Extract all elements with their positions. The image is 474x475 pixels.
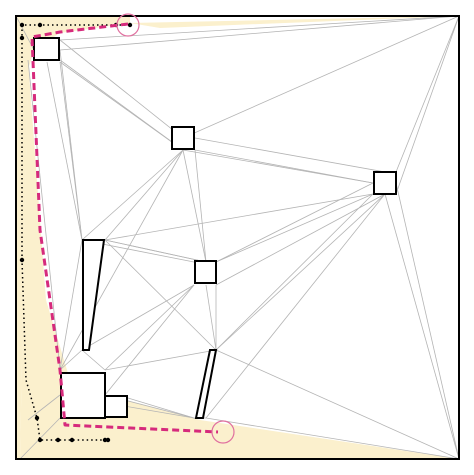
triangulation-edge	[182, 149, 374, 184]
triangulation-edge	[81, 349, 106, 371]
triangulation-edge	[215, 182, 374, 263]
triangulation-edge	[59, 39, 184, 139]
triangulation-edge	[215, 193, 374, 263]
triangulation-edge	[59, 239, 83, 371]
triangulation-edge	[104, 349, 217, 371]
endpoint-marker-icon	[211, 420, 235, 444]
path-node	[55, 437, 61, 443]
triangulation-edge	[395, 182, 460, 460]
triangulation-edge	[182, 149, 207, 263]
triangulation-edge	[205, 417, 460, 460]
endpoint-marker-icon	[116, 13, 140, 37]
triangulation-edge	[104, 149, 184, 241]
path-node	[19, 22, 25, 28]
triangulation-edge	[59, 61, 184, 151]
triangulation-edge	[27, 394, 61, 421]
corridor-region	[16, 16, 130, 459]
square-obstacle	[33, 37, 60, 61]
path-node	[37, 437, 43, 443]
path-node	[19, 257, 25, 263]
triangulation-edge	[81, 284, 195, 351]
triangulation-edge	[194, 149, 207, 263]
triangulation-edge	[215, 193, 386, 351]
square-obstacle	[104, 395, 128, 418]
corridor-regions	[16, 16, 459, 459]
endpoint-markers	[116, 13, 235, 444]
path-node	[19, 35, 25, 41]
triangulation-edge	[46, 61, 83, 241]
triangulation-edge	[104, 284, 195, 396]
triangulation-edges	[15, 15, 460, 460]
triangulation-edge	[384, 193, 460, 460]
square-obstacle	[171, 126, 195, 150]
triangulation-edge	[104, 193, 374, 241]
triangulation-edge	[104, 239, 207, 263]
dashed-route	[30, 22, 219, 434]
path-node	[69, 437, 75, 443]
square-obstacle	[373, 171, 397, 195]
square-obstacle	[60, 372, 106, 419]
path-node	[127, 22, 133, 28]
triangulation-edge	[59, 349, 83, 371]
triangulation-edge	[205, 193, 386, 419]
triangulation-edge	[59, 15, 460, 51]
triangulation-edge	[182, 15, 460, 139]
triangulation-edge	[59, 49, 83, 241]
thin-quad-obstacle	[194, 349, 218, 419]
triangulation-edge	[395, 15, 460, 195]
triangulation-edge	[59, 149, 184, 371]
triangulation-edge	[104, 284, 195, 371]
boundary-rectangle	[15, 15, 460, 460]
triangulation-edge	[205, 284, 217, 351]
triangulation-edge	[104, 239, 217, 351]
triangulation-edge	[395, 15, 460, 173]
path-node	[37, 22, 43, 28]
thin-quad-obstacle	[82, 239, 106, 351]
triangulation-edge	[215, 193, 374, 351]
corridor-region	[130, 16, 459, 28]
triangulation-edge	[27, 59, 61, 371]
path-node	[105, 437, 111, 443]
triangulation-edge	[81, 149, 184, 241]
dashed-path	[30, 22, 219, 434]
square-obstacle	[194, 260, 217, 284]
obstacles	[33, 37, 397, 419]
dotted-route	[21, 24, 130, 441]
triangulation-edge	[127, 397, 195, 419]
triangulation-edge	[215, 193, 386, 286]
corridor-region	[20, 60, 459, 459]
path-node	[34, 415, 40, 421]
triangulation-edge	[194, 137, 386, 173]
triangulation-edge	[215, 349, 460, 460]
